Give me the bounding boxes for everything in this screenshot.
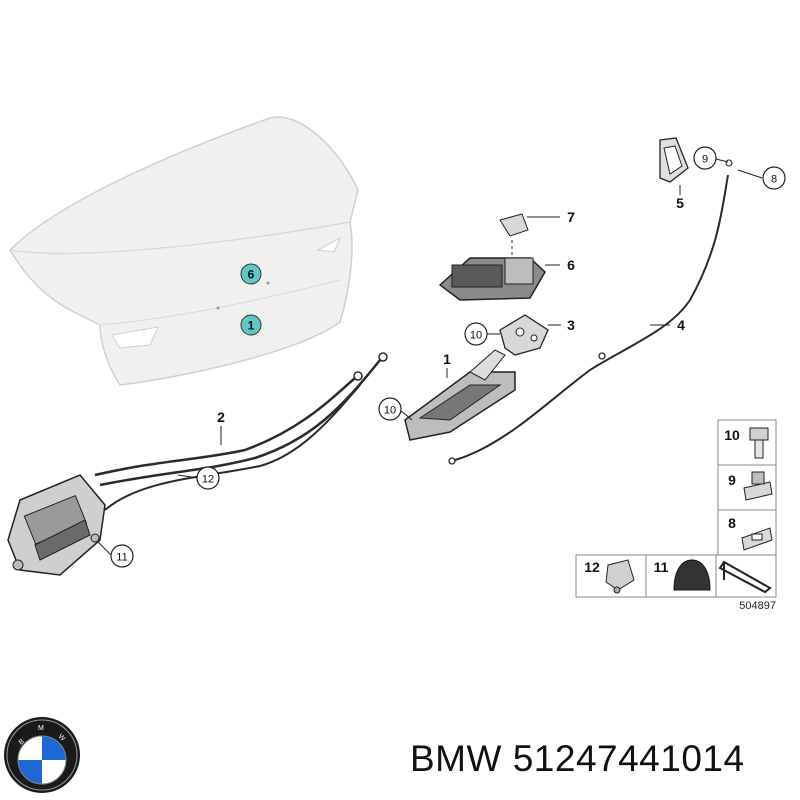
- callout-label: 9: [702, 154, 708, 166]
- callout-label: 6: [248, 268, 255, 282]
- callout-10-upper: 10: [464, 322, 488, 346]
- svg-text:W: W: [57, 733, 67, 743]
- trunk-release-switch: [438, 257, 546, 301]
- legend-label: 10: [724, 427, 740, 443]
- bracket-3: [499, 314, 549, 356]
- part-number: 51247441014: [512, 738, 745, 779]
- callout-label: 6: [567, 257, 575, 273]
- legend-cell-8: 8: [728, 515, 773, 551]
- rubber-buffer-icon: [673, 559, 711, 591]
- bmw-logo: B M W: [4, 717, 80, 793]
- callout-label: 10: [384, 405, 396, 417]
- callout-12: 12: [196, 466, 220, 490]
- legend-cell-9: 9: [728, 471, 773, 501]
- parts-legend: 10 9 8 12: [575, 419, 777, 612]
- drawing-number: 504897: [739, 600, 776, 612]
- callout-label: 5: [676, 195, 684, 211]
- emergency-handle-5: [659, 137, 733, 183]
- callout-label: 11: [116, 552, 127, 564]
- legend-label: 9: [728, 472, 736, 488]
- svg-text:B: B: [18, 738, 26, 747]
- legend-cell-10: 10: [724, 427, 769, 459]
- brand-name: BMW: [410, 738, 502, 779]
- callout-9: 9: [693, 146, 717, 170]
- callout-label: 1: [248, 319, 255, 333]
- callout-11: 11: [110, 544, 134, 568]
- trunk-lock: [404, 349, 516, 441]
- callout-7: 7: [567, 209, 575, 225]
- callout-10-lower: 10: [378, 397, 402, 421]
- callout-5: 5: [676, 195, 684, 211]
- nut-clip-icon: [743, 471, 773, 501]
- callout-label: 3: [567, 317, 575, 333]
- trunk-lid: [9, 116, 359, 386]
- callout-6: 6: [567, 257, 575, 273]
- callout-label: 4: [677, 317, 685, 333]
- callout-8: 8: [762, 166, 786, 190]
- clip-icon: [741, 527, 773, 551]
- callout-label: 12: [202, 474, 214, 486]
- trunk-actuator: [7, 474, 106, 576]
- legend-label: 8: [728, 515, 736, 531]
- release-cable-4: [448, 174, 729, 465]
- svg-text:M: M: [38, 725, 44, 732]
- bolt-icon: [749, 427, 769, 459]
- callout-4: 4: [677, 317, 685, 333]
- callout-label: 1: [443, 351, 451, 367]
- legend-cell-12: 12: [584, 559, 635, 594]
- cable-clip-icon: [605, 559, 635, 594]
- clip-7: [499, 213, 529, 258]
- callout-2: 2: [217, 409, 225, 425]
- arrow-icon: [718, 560, 772, 594]
- part-caption: BMW 51247441014: [410, 738, 795, 780]
- legend-label: 12: [584, 559, 600, 575]
- callout-label: 8: [771, 174, 777, 186]
- callout-trunk-lid-6: 6: [240, 263, 262, 285]
- callout-label: 10: [470, 330, 482, 342]
- legend-label: 11: [654, 559, 669, 575]
- callout-label: 7: [567, 209, 575, 225]
- callout-3: 3: [567, 317, 575, 333]
- callout-trunk-lid-1: 1: [240, 314, 262, 336]
- callout-1: 1: [443, 351, 451, 367]
- callout-label: 2: [217, 409, 225, 425]
- bowden-cables: [94, 352, 388, 511]
- leader-lines: [97, 158, 763, 557]
- legend-cell-11: 11: [654, 559, 711, 591]
